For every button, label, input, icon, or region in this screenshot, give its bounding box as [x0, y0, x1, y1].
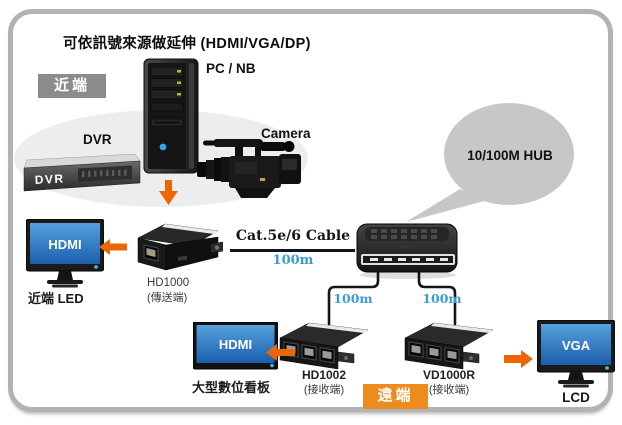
- arrow-down-icon: [159, 180, 178, 205]
- near-end-badge-label: 近端: [53, 77, 90, 94]
- arrow-left-signage-icon: [266, 344, 295, 361]
- arrow-right-lcd-icon: [504, 350, 533, 368]
- hd1000-role: (傳送端): [147, 292, 188, 304]
- left-run-distance: 100m: [333, 291, 373, 306]
- vga-monitor-icon: VGA: [537, 320, 615, 388]
- vd1000r-role: (接收端): [428, 384, 470, 396]
- lcd-screen-text: VGA: [562, 338, 591, 353]
- diagram-title: 可依訊號來源做延伸 (HDMI/VGA/DP): [63, 36, 311, 52]
- hdmi-monitor-near-icon: HDMI: [26, 219, 104, 288]
- signage-screen-text: HDMI: [219, 337, 252, 352]
- hd1002-name: HD1002: [301, 368, 347, 382]
- pc-tower-icon: [143, 58, 199, 174]
- vd1000r-device-icon: [404, 322, 494, 370]
- hd1000-device-icon: [137, 223, 223, 271]
- signage-caption: 大型數位看板: [192, 380, 271, 395]
- cable-run-lines: [327, 268, 457, 326]
- near-monitor-screen-text: HDMI: [48, 237, 81, 252]
- far-end-badge-label: 遠端: [377, 387, 414, 404]
- ethernet-hub-icon: [356, 223, 458, 279]
- pc-label: PC / NB: [206, 61, 256, 76]
- cable-type-label: Cat.5e/6 Cable: [235, 228, 351, 244]
- far-end-badge: 遠端: [363, 384, 428, 409]
- hub-bubble-label: 10/100M HUB: [467, 148, 553, 163]
- hdmi-signage-icon: HDMI: [193, 322, 278, 370]
- vd1000r-name: VD1000R: [422, 368, 476, 382]
- camera-icon: [197, 139, 301, 198]
- camera-label: Camera: [261, 126, 311, 141]
- near-led-caption: 近端 LED: [28, 291, 84, 306]
- hd1002-role: (接收端): [303, 384, 345, 396]
- diagram-border: [8, 9, 613, 412]
- near-end-badge: 近端: [38, 74, 106, 98]
- dvr-icon: DVR: [23, 153, 141, 192]
- dvr-front-text: DVR: [34, 171, 65, 187]
- cable-underline: [230, 249, 355, 252]
- hub-speech-bubble: [406, 103, 574, 222]
- hd1000-name: HD1000: [147, 277, 190, 289]
- lcd-caption: LCD: [562, 390, 590, 405]
- cable-distance-label: 100m: [272, 253, 314, 268]
- arrow-left-near-icon: [99, 239, 127, 255]
- right-run-distance: 100m: [422, 291, 462, 306]
- dvr-label: DVR: [83, 132, 112, 147]
